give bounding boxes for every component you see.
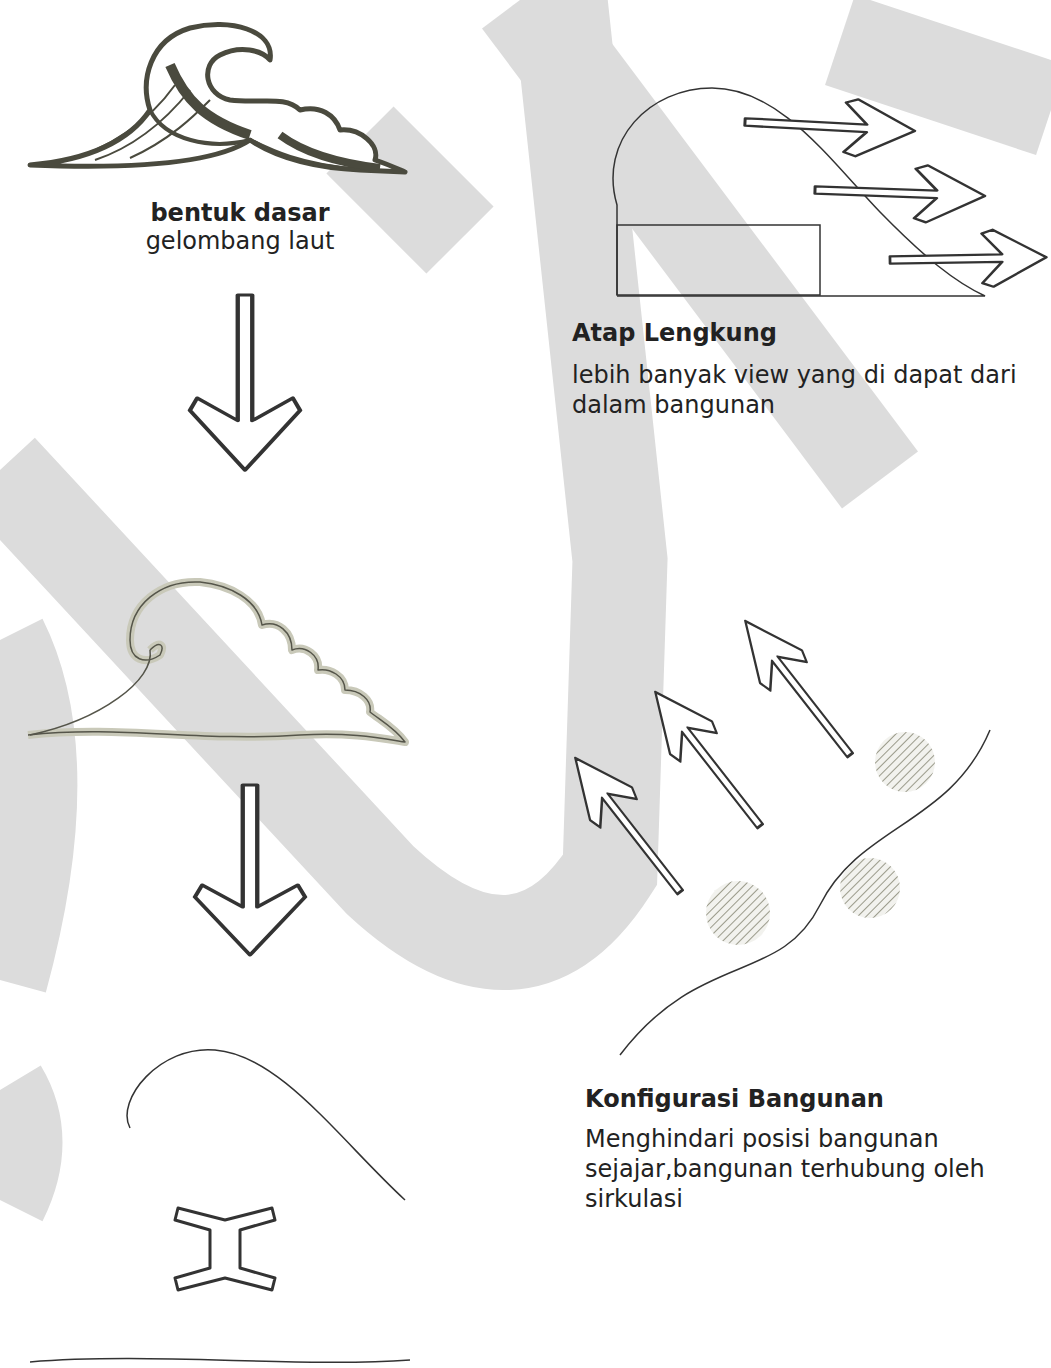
dome-building — [613, 88, 985, 296]
section-heading: Atap Lengkung — [572, 318, 1042, 348]
wave-outline — [28, 582, 405, 742]
down-arrow — [195, 785, 305, 955]
building-mass — [875, 732, 935, 792]
wave-icon — [30, 25, 405, 172]
height-arrow — [175, 1208, 275, 1290]
building-mass — [706, 881, 770, 945]
building-mass — [840, 858, 900, 918]
roof-curve — [127, 1050, 405, 1200]
section-text: Menghindari posisi bangunan sejajar,bang… — [585, 1124, 1025, 1214]
ground-line — [30, 1359, 410, 1363]
down-arrow — [190, 295, 300, 470]
section-text: lebih banyak view yang di dapat dari dal… — [572, 360, 1042, 420]
view-arrow — [724, 605, 871, 772]
view-arrow — [814, 162, 986, 225]
view-arrow — [554, 742, 701, 909]
view-arrow — [744, 94, 917, 160]
caption-text: gelombang laut — [90, 226, 390, 256]
view-arrow — [890, 229, 1047, 289]
view-arrow — [634, 676, 781, 843]
section-heading: Konfigurasi Bangunan — [585, 1084, 1025, 1114]
caption-heading: bentuk dasar — [90, 198, 390, 228]
watermark — [0, 0, 1051, 1200]
